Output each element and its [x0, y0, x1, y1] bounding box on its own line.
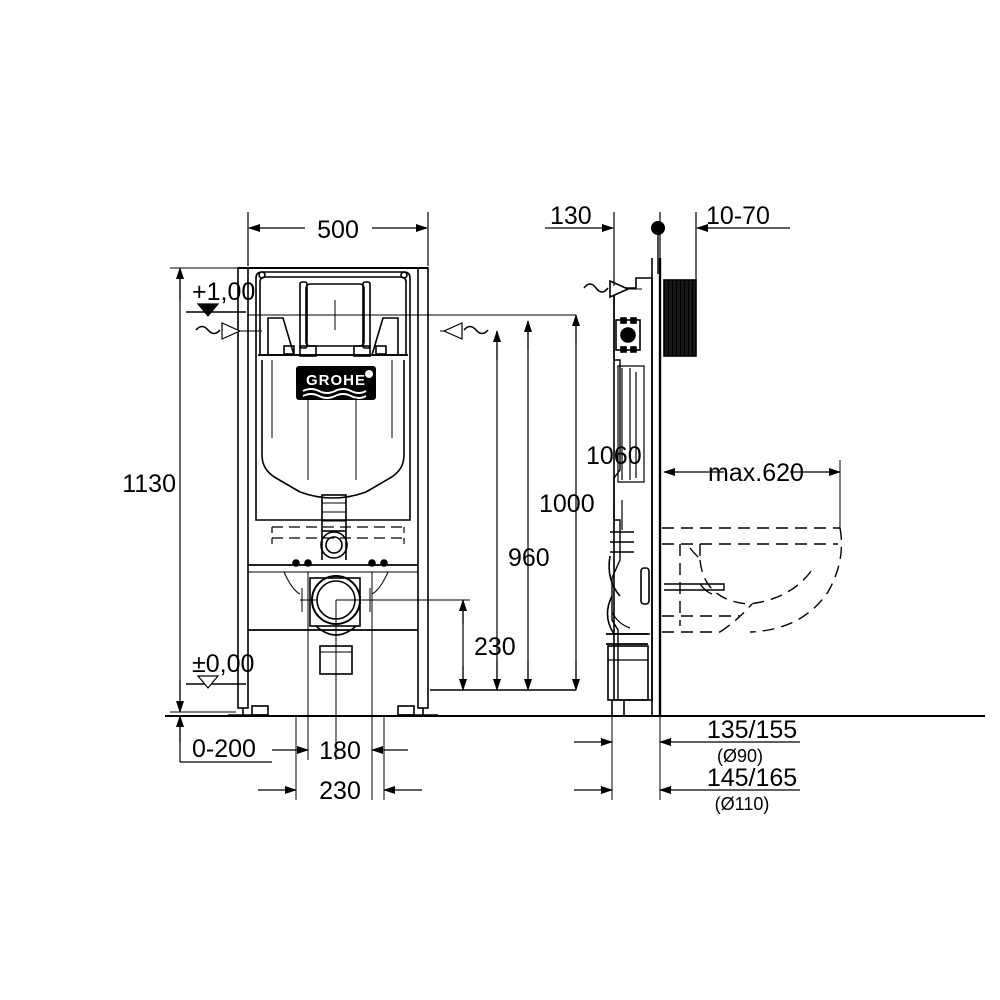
ext-500 — [247, 212, 429, 266]
break-symbol-left-wave — [195, 325, 221, 335]
flush-pipe-sides — [321, 531, 347, 560]
bowl-foot-curve — [719, 603, 753, 633]
flush-pipe-rings — [322, 502, 346, 522]
pipe-outlet-stub — [607, 645, 649, 701]
grohe-logo-panel — [296, 366, 376, 400]
bolt-c — [368, 559, 376, 567]
center-mark-plate — [320, 300, 350, 330]
cistern-side-inner — [611, 288, 621, 700]
tank-right-contour — [365, 360, 405, 493]
level-bottom-triangle — [196, 675, 220, 689]
level-top-triangle — [196, 303, 220, 317]
front-bottom-dimensions: 0-200 180 230 — [176, 715, 422, 805]
flush-pipe — [321, 494, 347, 532]
dim-1130-ext — [170, 267, 248, 713]
clip-far-left — [283, 345, 295, 355]
cistern-corner-screw-right — [400, 271, 408, 279]
bowl-rim-curve — [689, 547, 703, 561]
break-symbol-right-arrow — [442, 322, 463, 340]
clip-left — [299, 345, 317, 357]
bracket-bar — [664, 583, 725, 591]
bolt-d — [380, 559, 388, 567]
bolt-b — [304, 559, 312, 567]
break-symbol-side-wave — [583, 283, 609, 293]
dim-label-230-right: 230 — [474, 633, 516, 661]
dim-label-130: 130 — [550, 202, 592, 230]
tank-internal-frame — [617, 365, 645, 483]
hidden-line-bracket-ends — [271, 527, 405, 545]
side-view-group — [583, 258, 697, 716]
pipe-bend-upper — [608, 555, 621, 597]
dim-label-level-top: +1,00 — [192, 278, 255, 306]
bowl-inner-curve — [699, 559, 813, 605]
pipe-vertical — [613, 500, 623, 530]
dim-label-135-155: 135/155 — [707, 716, 797, 744]
grohe-logo-dot — [365, 370, 373, 378]
flush-pipe-collar-outer — [320, 531, 348, 559]
front-view-group: GROHE — [228, 267, 470, 800]
grohe-wave-1 — [302, 388, 367, 394]
bracket-tip — [699, 583, 713, 595]
curve-left — [283, 571, 301, 595]
hidden-line-bracket — [272, 526, 404, 539]
dim-label-960: 960 — [508, 544, 550, 572]
curve-right — [371, 571, 389, 595]
tank-internal-channel — [621, 368, 637, 480]
cistern-inner-top — [259, 276, 407, 356]
clip-right — [353, 345, 371, 357]
toilet-bracket — [664, 583, 725, 595]
dim-label-max-620: max.620 — [708, 459, 804, 487]
dim-label-0-200: 0-200 — [192, 735, 256, 763]
dim-label-level-bottom: ±0,00 — [192, 650, 254, 678]
break-symbol-left-arrow — [221, 322, 242, 340]
actuator-tab-br — [630, 346, 637, 353]
actuator-tab-tr — [630, 317, 637, 324]
dim-label-230-bottom: 230 — [319, 777, 361, 805]
actuator-button — [620, 327, 636, 343]
bowl-outer-curve — [749, 527, 843, 633]
bolt-a — [292, 559, 300, 567]
flush-pipe-collar-inner — [325, 536, 343, 554]
dim-230-ext-lines — [295, 716, 385, 800]
dim-label-1000: 1000 — [539, 490, 595, 518]
pipe-bend-inner — [611, 611, 631, 629]
dim-label-180: 180 — [319, 737, 361, 765]
pipe-corrugation — [610, 531, 634, 553]
clip-far-right — [375, 345, 387, 355]
outlet-dim-ext-lines — [611, 700, 661, 800]
dim-label-1130: 1130 — [122, 470, 176, 498]
tank-inner-ribs — [271, 360, 393, 438]
pipe-flange — [606, 633, 648, 645]
tank-bottom-curve — [299, 491, 367, 499]
front-extension-lines — [307, 572, 373, 800]
flush-plate-block — [663, 279, 697, 357]
dim-label-500: 500 — [317, 216, 359, 244]
side-dimensions: 130 10-70 max.620 135/155 (Ø90) 145/165 … — [545, 202, 841, 814]
dim-label-dia-90: (Ø90) — [717, 746, 763, 766]
tank-left-contour — [261, 360, 301, 493]
actuator-tab-bl — [620, 346, 627, 353]
dim-label-dia-110: (Ø110) — [715, 794, 770, 814]
cistern-corner-screw-left — [258, 271, 266, 279]
tank-center-ribs — [307, 398, 357, 480]
actuator-box — [615, 319, 641, 351]
grohe-logo-text: GROHE — [306, 372, 366, 389]
grohe-wave-2 — [302, 393, 367, 399]
actuator-tab-tl — [620, 317, 627, 324]
side-clip — [640, 567, 650, 605]
break-symbol-right-wave — [463, 325, 489, 335]
dim-label-145-165: 145/165 — [707, 764, 797, 792]
toilet-bowl-outline — [662, 527, 843, 633]
dim-label-10-70: 10-70 — [706, 202, 770, 230]
